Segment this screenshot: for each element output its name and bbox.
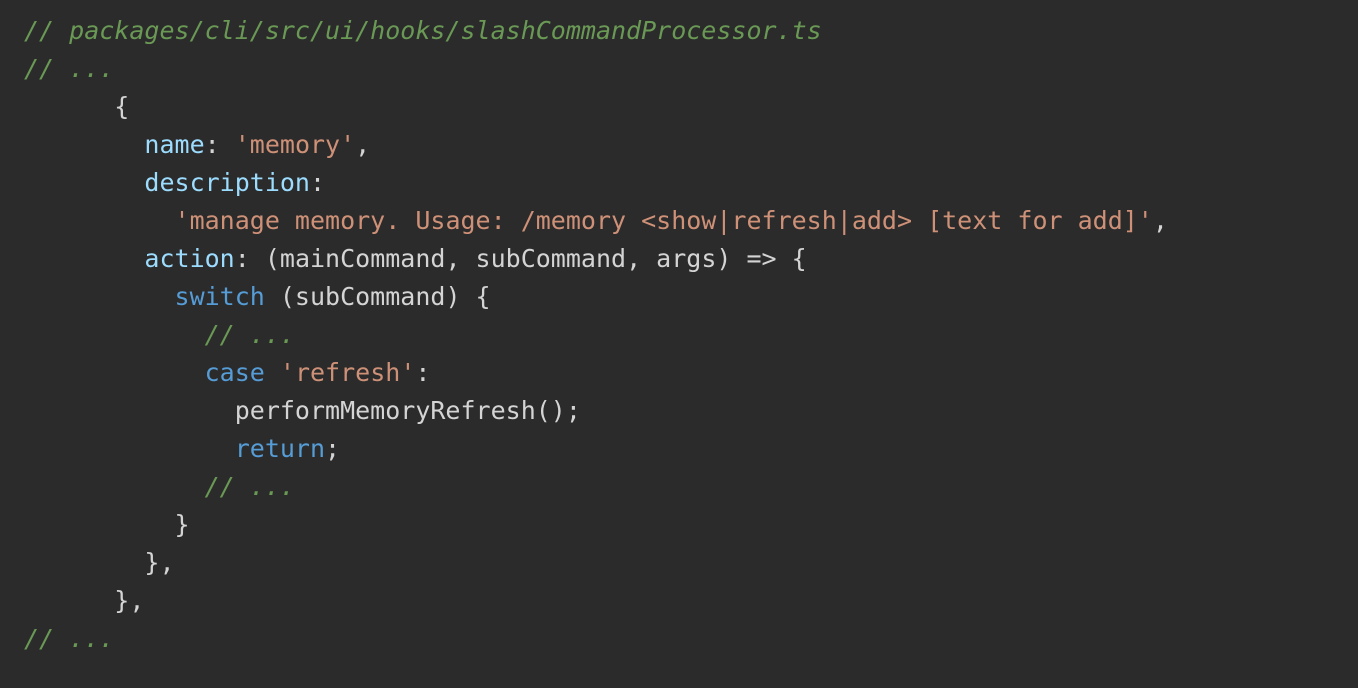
code-line: // ... (24, 620, 1358, 658)
code-token-plain (24, 206, 175, 235)
code-token-plain: (subCommand) { (264, 282, 491, 311)
code-token-punct: { (24, 92, 130, 121)
code-token-property: action (144, 244, 235, 273)
code-line: }, (24, 544, 1358, 582)
code-token-plain (24, 434, 235, 463)
code-token-property: description (144, 168, 310, 197)
code-token-comment: // ... (204, 472, 295, 501)
code-token-comment: // ... (204, 320, 295, 349)
code-token-plain (24, 168, 144, 197)
code-token-punct: : (415, 358, 431, 387)
code-token-punct: ; (325, 434, 341, 463)
code-token-punct: } (24, 510, 190, 539)
code-token-punct: : (204, 130, 235, 159)
code-line: }, (24, 582, 1358, 620)
code-token-punct: , (1152, 206, 1168, 235)
code-token-plain (24, 282, 175, 311)
code-line: return; (24, 430, 1358, 468)
code-line: { (24, 88, 1358, 126)
code-token-string: 'manage memory. Usage: /memory <show|ref… (174, 206, 1153, 235)
code-token-plain (24, 320, 205, 349)
code-token-string: 'memory' (234, 130, 356, 159)
code-line: description: (24, 164, 1358, 202)
code-line: case 'refresh': (24, 354, 1358, 392)
code-token-plain (24, 472, 205, 501)
code-token-comment: // ... (24, 54, 115, 83)
code-token-keyword: case (204, 358, 265, 387)
code-line: performMemoryRefresh(); (24, 392, 1358, 430)
code-token-comment: // ... (24, 624, 115, 653)
code-line: action: (mainCommand, subCommand, args) … (24, 240, 1358, 278)
code-line: 'manage memory. Usage: /memory <show|ref… (24, 202, 1358, 240)
code-line: // ... (24, 468, 1358, 506)
code-token-property: name (144, 130, 205, 159)
code-token-punct: , (355, 130, 371, 159)
code-token-plain: : (mainCommand, subCommand, args) => { (234, 244, 807, 273)
code-token-plain (24, 358, 205, 387)
code-line: // ... (24, 316, 1358, 354)
code-token-plain (24, 244, 144, 273)
code-token-punct: }, (24, 548, 175, 577)
code-token-comment: // packages/cli/src/ui/hooks/slashComman… (24, 16, 822, 45)
code-line: // ... (24, 50, 1358, 88)
code-token-punct: }, (24, 586, 145, 615)
code-line: name: 'memory', (24, 126, 1358, 164)
code-line: } (24, 506, 1358, 544)
code-token-keyword: return (234, 434, 326, 463)
code-line: // packages/cli/src/ui/hooks/slashComman… (24, 12, 1358, 50)
code-token-plain: performMemoryRefresh(); (24, 396, 581, 425)
code-token-plain (265, 358, 280, 387)
code-token-keyword: switch (174, 282, 265, 311)
code-token-plain (24, 130, 144, 159)
code-token-string: 'refresh' (279, 358, 416, 387)
code-line: switch (subCommand) { (24, 278, 1358, 316)
code-token-punct: : (310, 168, 326, 197)
